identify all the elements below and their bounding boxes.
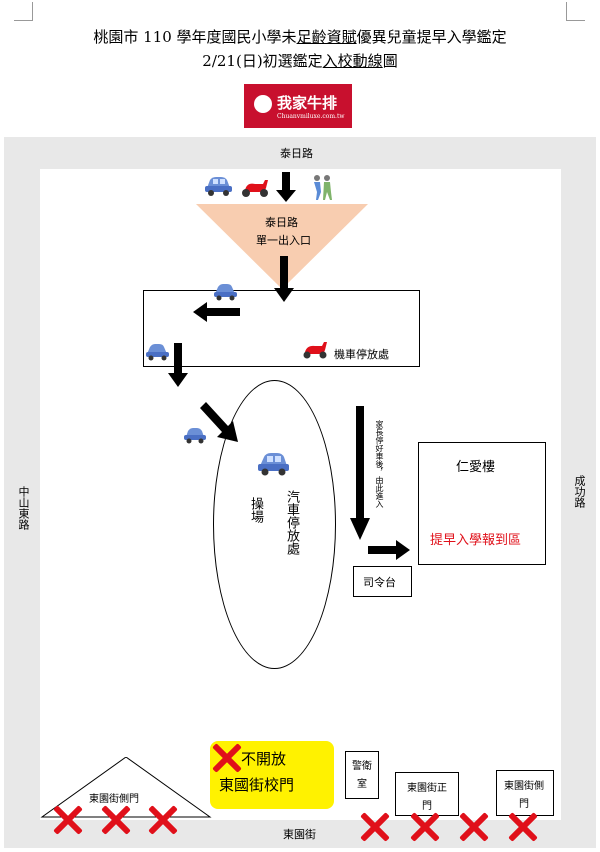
main-gate bbox=[395, 772, 459, 816]
down-arrow-entrance-icon bbox=[276, 172, 296, 202]
report-area-label: 提早入學報到區 bbox=[430, 533, 522, 548]
right-arrow-icon bbox=[368, 540, 410, 560]
title-line-1: 桃園市 110 學年度國民小學未足齡資賦優異兒童提早入學鑑定 bbox=[93, 28, 507, 46]
road-left bbox=[4, 137, 40, 837]
entrance-label-1: 泰日路 bbox=[265, 216, 298, 229]
pedestrians-icon bbox=[314, 175, 332, 200]
closed-x-icon-3 bbox=[148, 805, 178, 835]
car-icon-4 bbox=[184, 428, 206, 444]
podium bbox=[353, 566, 412, 597]
closed-x-icon-6 bbox=[459, 812, 489, 842]
corner-mark-right bbox=[566, 2, 585, 21]
parent-note: 家長停好車後，由此進入 bbox=[375, 420, 384, 508]
motorcycle-zone bbox=[143, 290, 420, 367]
closed-x-icon-1 bbox=[53, 805, 83, 835]
title-line-2: 2/21(日)初選鑑定入校動線圖 bbox=[202, 52, 398, 70]
car-icon-3 bbox=[146, 344, 169, 361]
car-parking-label: 汽車停放處 bbox=[284, 490, 299, 555]
car-icon-2 bbox=[214, 284, 237, 301]
road-top bbox=[4, 137, 596, 169]
scooter-icon bbox=[242, 180, 268, 197]
car-icon-5 bbox=[258, 453, 289, 476]
logo-emblem-icon bbox=[254, 95, 272, 113]
west-gate-label: 東園街側門 bbox=[89, 794, 139, 805]
motorcycle-parking-label: 機車停放處 bbox=[334, 348, 389, 361]
east-gate-label: 東園街側門 bbox=[504, 781, 544, 810]
guard-room bbox=[345, 751, 379, 799]
road-left-label: 中山東路 bbox=[17, 486, 30, 530]
closed-x-icon-7 bbox=[508, 812, 538, 842]
entrance-label-2: 單一出入口 bbox=[256, 234, 311, 247]
building-name: 仁愛樓 bbox=[456, 460, 496, 475]
left-arrow-icon bbox=[193, 302, 240, 322]
east-gate bbox=[496, 770, 554, 816]
road-right-label: 成功路 bbox=[573, 475, 586, 508]
closed-notice-x-icon bbox=[212, 743, 242, 773]
podium-label: 司令台 bbox=[363, 576, 396, 589]
closed-x-icon-2 bbox=[101, 805, 131, 835]
closed-x-icon-5 bbox=[410, 812, 440, 842]
down-arrow-2-icon bbox=[274, 256, 294, 302]
corner-mark-left bbox=[14, 2, 33, 21]
road-top-label: 泰日路 bbox=[280, 147, 313, 160]
entrance-funnel bbox=[196, 204, 368, 289]
long-down-arrow-icon bbox=[350, 406, 370, 540]
closed-notice-line-1: 不開放 bbox=[241, 750, 287, 768]
building-renai bbox=[418, 442, 546, 565]
playground-label: 操場 bbox=[248, 497, 263, 523]
guard-room-label: 警衛室 bbox=[352, 761, 372, 790]
down-arrow-3-icon bbox=[168, 343, 188, 387]
road-right bbox=[561, 137, 596, 837]
closed-notice-line-2: 東國街校門 bbox=[219, 776, 295, 794]
main-gate-label: 東園街正門 bbox=[407, 783, 447, 812]
car-icon bbox=[205, 177, 232, 196]
closed-x-icon-4 bbox=[360, 812, 390, 842]
road-bottom-label: 東園街 bbox=[283, 828, 316, 841]
logo-text: 我家牛排 bbox=[277, 94, 338, 112]
logo: 我家牛排 Chuanvmiluxe.com.tw bbox=[244, 84, 352, 128]
scooter-icon-2 bbox=[303, 342, 327, 359]
logo-subtext: Chuanvmiluxe.com.tw bbox=[277, 113, 345, 120]
playground-ellipse bbox=[213, 380, 336, 669]
